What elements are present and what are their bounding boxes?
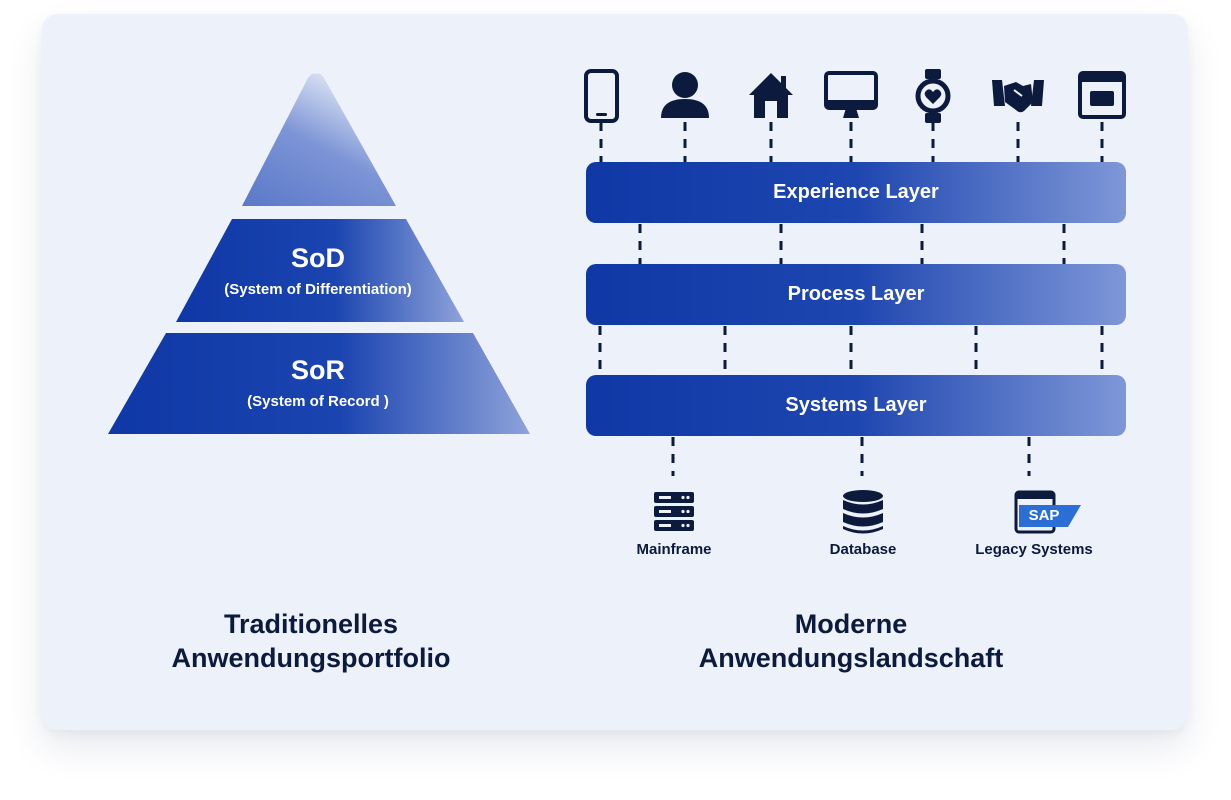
pyramid-sor-tier (108, 333, 530, 434)
server-icon (654, 492, 694, 531)
database-icon (843, 490, 883, 534)
left-caption-line-2: Anwendungsportfolio (171, 643, 451, 673)
systems-layer-label: Systems Layer (785, 394, 927, 416)
left-caption: Traditionelles Anwendungsportfolio (120, 607, 502, 675)
home-icon (749, 73, 793, 118)
legacy-systems-label: Legacy Systems (975, 541, 1093, 558)
user-icon (661, 72, 709, 118)
process-layer-label: Process Layer (787, 283, 925, 305)
connector-lines (598, 122, 1104, 476)
sap-icon (1014, 490, 1081, 534)
right-caption-line-2: Anwendungslandschaft (698, 643, 1004, 673)
systems-layer-bar (586, 375, 1126, 436)
process-layer-bar (586, 264, 1126, 325)
database-label: Database (829, 541, 897, 558)
left-caption-line-1: Traditionelles (223, 609, 399, 639)
sod-subtitle: (System of Differentiation) (224, 281, 412, 298)
sor-subtitle: (System of Record ) (247, 393, 389, 410)
pyramid-sod-tier (176, 219, 464, 322)
sod-title: SoD (291, 243, 345, 273)
handshake-icon (992, 80, 1044, 113)
experience-layer-label: Experience Layer (773, 181, 939, 203)
experience-layer-bar (586, 162, 1126, 223)
pyramid-top-triangle (242, 73, 396, 206)
sor-title: SoR (291, 355, 345, 385)
pyramid (108, 73, 530, 434)
right-caption-line-1: Moderne (794, 609, 908, 639)
mainframe-label: Mainframe (636, 541, 712, 558)
monitor-icon (824, 71, 878, 118)
browser-window-icon (1078, 71, 1126, 119)
sap-badge-text: SAP (1028, 507, 1060, 524)
right-caption: Moderne Anwendungslandschaft (660, 607, 1042, 675)
smartwatch-icon (915, 69, 951, 123)
smartphone-icon (584, 69, 619, 123)
